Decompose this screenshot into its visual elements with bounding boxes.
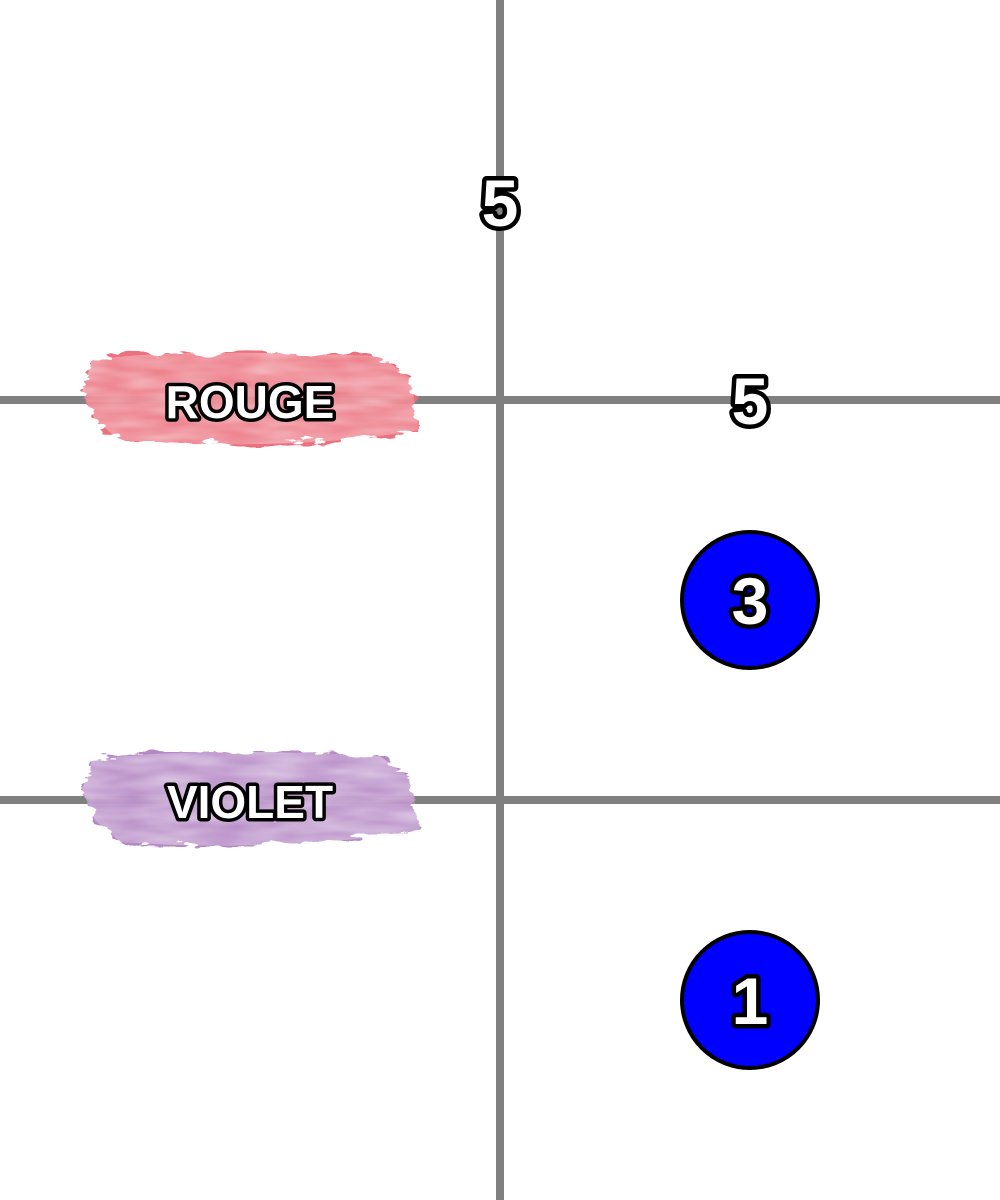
violet-label: VIOLET xyxy=(167,776,333,828)
row-circle-3: 3 xyxy=(680,530,820,670)
circle-value-1: 1 xyxy=(732,964,769,1038)
rouge-label: ROUGE xyxy=(166,376,335,428)
column-header-number: 5 xyxy=(482,166,519,240)
circle-value-3: 3 xyxy=(732,564,769,638)
row-rouge: ROUGE 5 xyxy=(82,352,773,445)
rouge-value: 5 xyxy=(732,364,769,438)
number-circle-3 xyxy=(680,530,820,670)
violet-paint-swatch xyxy=(82,751,420,846)
row-circle-1: 1 xyxy=(680,930,820,1070)
row-violet: VIOLET xyxy=(82,751,420,846)
rouge-paint-swatch xyxy=(82,352,420,445)
number-circle-1 xyxy=(680,930,820,1070)
